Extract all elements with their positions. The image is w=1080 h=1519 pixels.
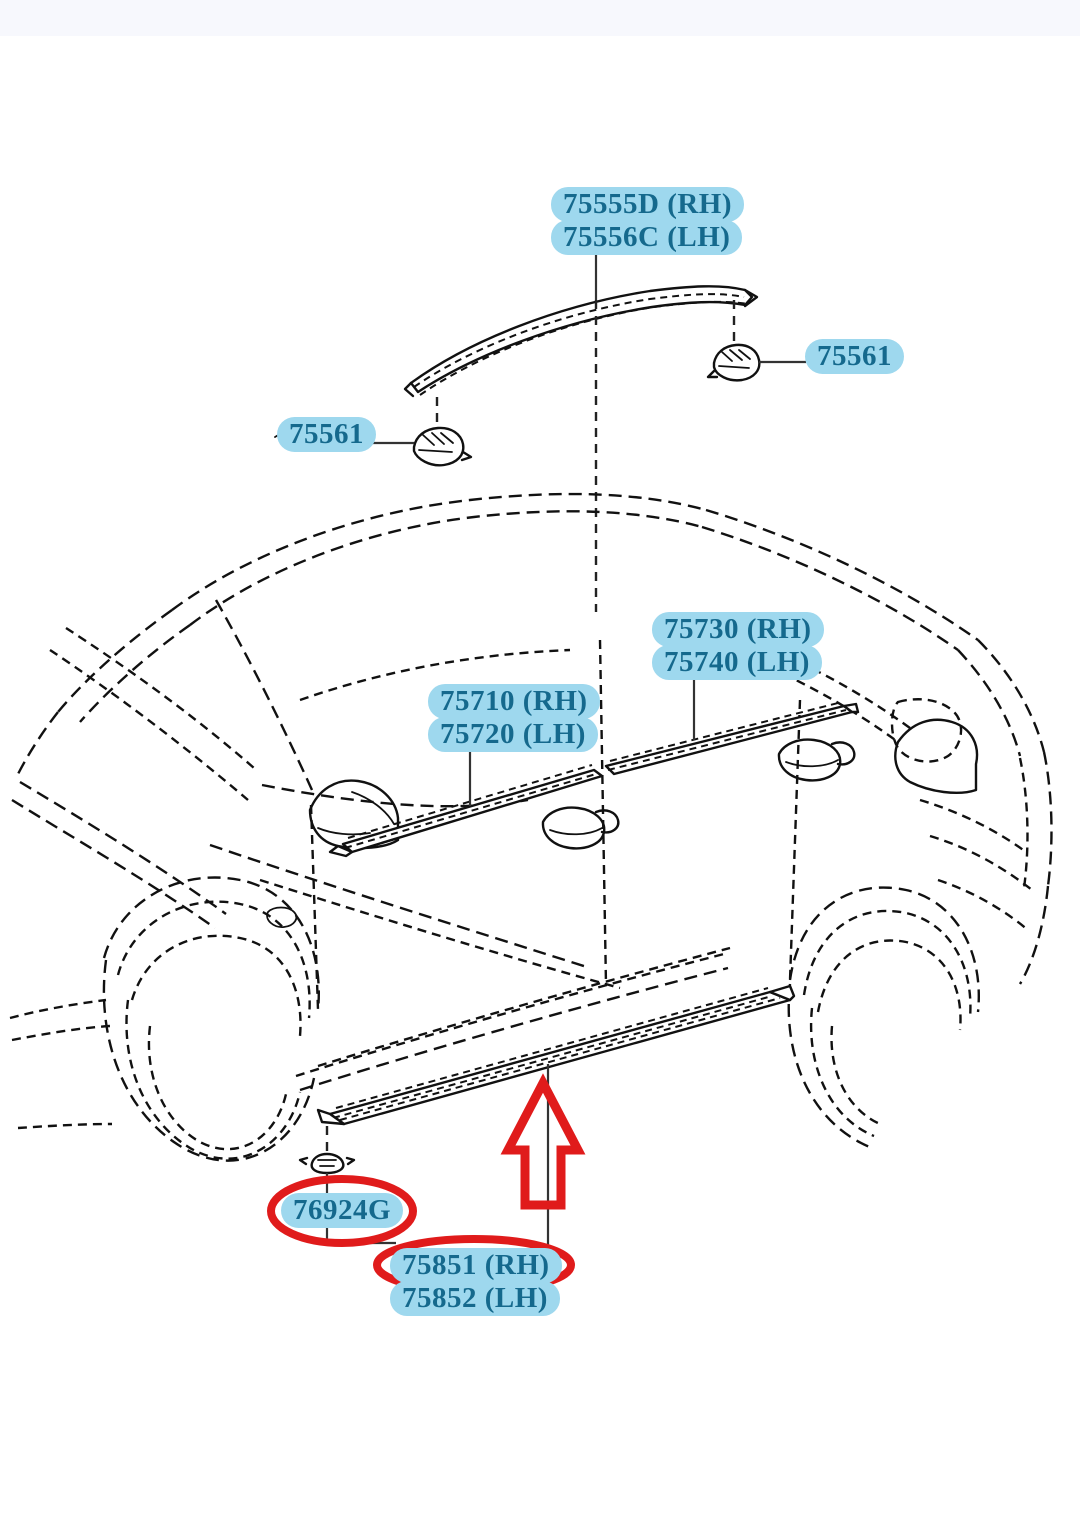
red-ellipse-rocker bbox=[373, 1235, 575, 1295]
car-body-outline bbox=[9, 492, 1053, 1162]
front-door-belt-moulding-part bbox=[328, 764, 604, 858]
front-door-handle bbox=[541, 806, 620, 850]
clip-right-part bbox=[706, 300, 806, 382]
red-up-arrow bbox=[500, 1073, 586, 1210]
rear-door-belt-moulding-part bbox=[604, 701, 860, 776]
roof-drip-moulding-part bbox=[274, 285, 759, 438]
clip-left-part bbox=[372, 397, 473, 467]
rocker-panel-moulding-part bbox=[295, 946, 796, 1126]
red-ellipse-grommet bbox=[267, 1175, 417, 1247]
top-background-band bbox=[0, 0, 1080, 36]
rear-door-handle bbox=[777, 738, 856, 782]
